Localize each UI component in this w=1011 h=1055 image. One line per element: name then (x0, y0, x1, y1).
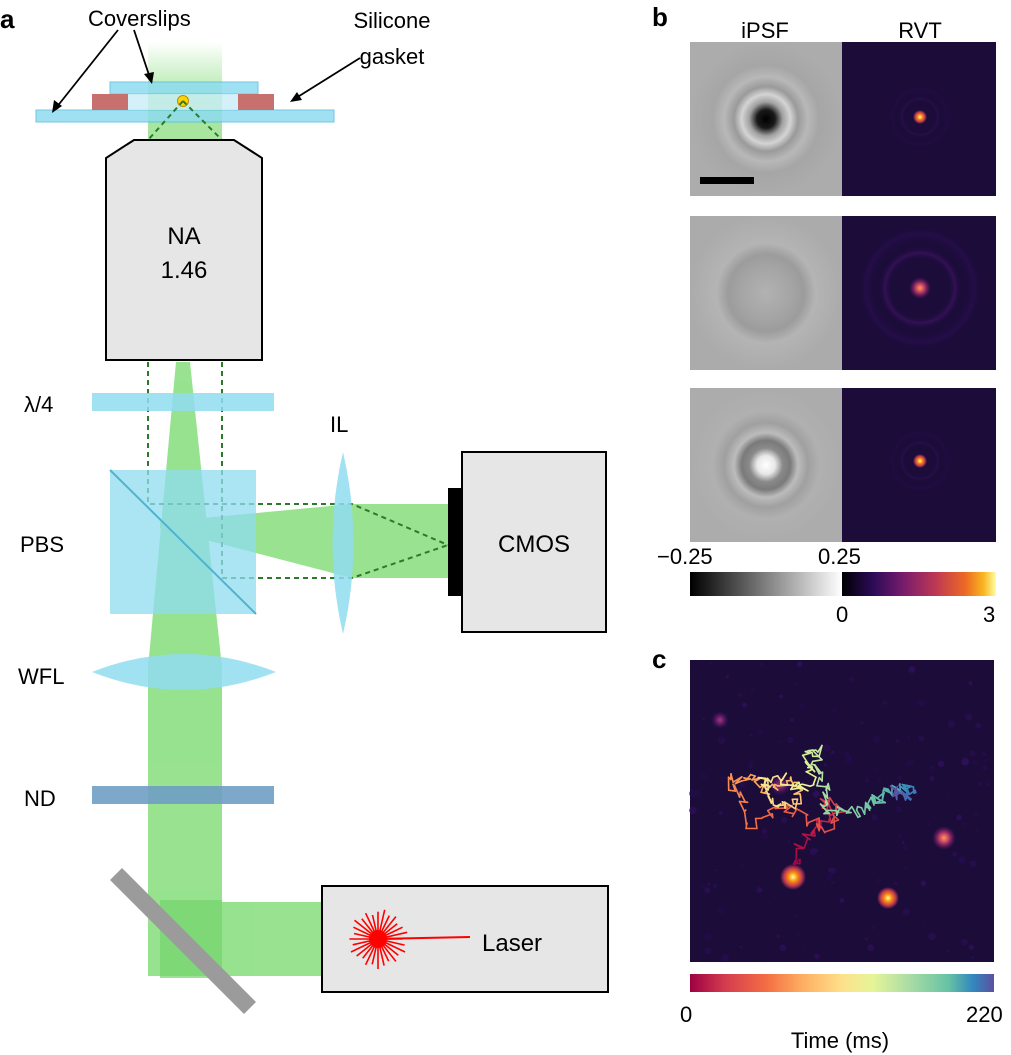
particle-trajectory (727, 744, 917, 866)
ipsf-column-title: iPSF (741, 18, 789, 43)
coverslips-label: Coverslips (88, 6, 191, 31)
panel-b-letter: b (652, 2, 668, 32)
gasket-label-line1: Silicone (353, 8, 430, 33)
objective-label-value: 1.46 (161, 257, 208, 284)
rvt-cbar-min: 0 (836, 602, 848, 627)
objective-label-na: NA (167, 223, 200, 250)
quarter-wave-plate (92, 393, 274, 411)
nd-filter (92, 786, 274, 804)
ipsf-image-3 (690, 388, 842, 542)
time-cbar-label: Time (ms) (791, 1028, 889, 1053)
nd-label: ND (24, 786, 56, 811)
particle-spot (780, 864, 806, 890)
tracking-image (690, 660, 994, 962)
time-cbar-max: 220 (966, 1002, 1003, 1027)
imaging-lens (332, 452, 354, 634)
camera-label: CMOS (498, 531, 570, 558)
panel-c: c 0 220 Time (ms) (652, 644, 1003, 1053)
wfl-label: WFL (18, 664, 64, 689)
time-colorbar (690, 974, 994, 992)
pbs-diagonal (109, 469, 257, 615)
rvt-cbar-max: 3 (983, 602, 995, 627)
ipsf-cbar-min: −0.25 (657, 544, 713, 569)
panel-b: b iPSF RVT −0.25 0.25 0 3 (652, 2, 996, 627)
panel-c-letter: c (652, 644, 666, 674)
camera-sensor (448, 488, 462, 596)
wide-field-lens (92, 654, 276, 690)
gasket-right (238, 94, 274, 110)
mirror (110, 868, 256, 1014)
bottom-coverslip (35, 109, 335, 123)
objective (105, 139, 263, 361)
gasket-label-line2: gasket (360, 44, 425, 69)
gasket-left (92, 94, 128, 110)
laser-label: Laser (482, 930, 542, 957)
pbs-label: PBS (20, 532, 64, 557)
ipsf-cbar-max: 0.25 (818, 544, 861, 569)
rvt-colorbar (842, 572, 996, 596)
particle-spot (710, 710, 730, 730)
ipsf-image-2 (690, 216, 842, 370)
panel-a: a (0, 4, 609, 1014)
rvt-spot-2 (909, 277, 931, 299)
ipsf-image-1 (690, 42, 842, 196)
cmos-camera (461, 451, 607, 633)
time-cbar-min: 0 (680, 1002, 692, 1027)
panel-a-letter: a (0, 4, 15, 34)
rvt-spot-3 (913, 454, 927, 468)
quarter-wave-label: λ/4 (24, 392, 53, 417)
rvt-spot-1 (913, 110, 927, 124)
particle-spot (877, 887, 899, 909)
il-label: IL (330, 412, 348, 437)
top-coverslip (109, 81, 259, 95)
particle-spot (932, 826, 956, 850)
annotation-arrows (52, 29, 361, 113)
ipsf-colorbar (690, 572, 842, 596)
scale-bar (700, 177, 754, 184)
rvt-column-title: RVT (898, 18, 942, 43)
sample-stage (35, 81, 335, 141)
